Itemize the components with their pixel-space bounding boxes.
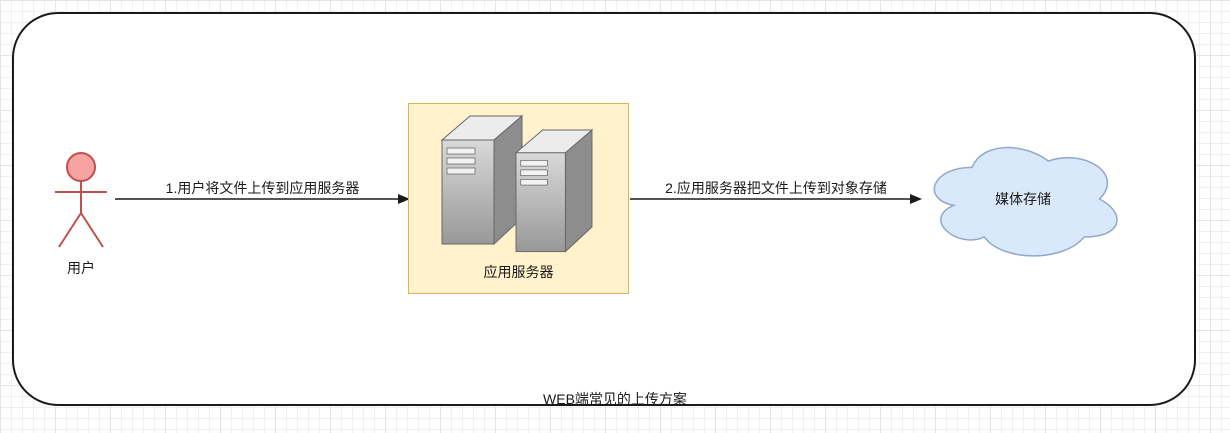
actor-head bbox=[66, 152, 96, 182]
edge-1-label: 1.用户将文件上传到应用服务器 bbox=[165, 180, 360, 196]
user-actor-icon bbox=[55, 152, 107, 248]
edge-1-arrow bbox=[115, 194, 410, 204]
server-tower-right bbox=[514, 128, 593, 253]
server-stack-icon bbox=[440, 114, 593, 253]
edge-2-label: 2.应用服务器把文件上传到对象存储 bbox=[665, 180, 887, 196]
cloud-icon bbox=[933, 146, 1118, 257]
arrowhead-icon bbox=[398, 194, 410, 204]
arrowhead-icon bbox=[910, 194, 922, 204]
server-tower-left bbox=[440, 114, 523, 246]
media-storage-label: 媒体存储 bbox=[995, 191, 1051, 207]
app-server-label: 应用服务器 bbox=[483, 264, 554, 280]
actor-label: 用户 bbox=[67, 260, 95, 276]
actor-body bbox=[55, 181, 107, 248]
edge-2-arrow bbox=[630, 194, 922, 204]
app-server-node: 应用服务器 bbox=[408, 103, 629, 294]
diagram-title: WEB端常见的上传方案 bbox=[543, 391, 687, 407]
